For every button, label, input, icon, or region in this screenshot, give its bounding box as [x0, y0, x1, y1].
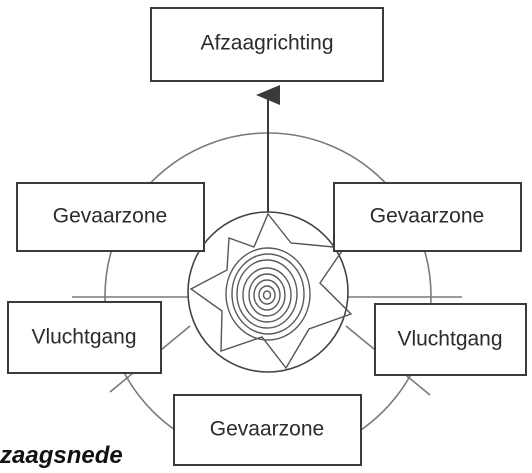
stump-outline: [189, 212, 353, 370]
escape-route-right-label: Vluchtgang: [397, 328, 502, 351]
escape-route-left-label: Vluchtgang: [31, 326, 136, 349]
inner-trunk-circle: [187, 211, 349, 373]
danger-zone-left-box: [16, 182, 205, 252]
danger-zone-bottom-box: [173, 394, 362, 466]
escape-route-left-box: [7, 301, 162, 374]
caption-text: zaagsnede: [0, 442, 123, 469]
felling-direction-box: [150, 7, 384, 82]
danger-zone-right-label: Gevaarzone: [370, 205, 484, 228]
escape-route-right-box: [374, 303, 527, 376]
danger-zone-bottom-label: Gevaarzone: [210, 418, 324, 441]
danger-zone-right-box: [333, 182, 522, 252]
felling-direction-label: Afzaagrichting: [200, 32, 333, 55]
tree-rings: [225, 247, 311, 341]
danger-zone-left-label: Gevaarzone: [53, 205, 167, 228]
